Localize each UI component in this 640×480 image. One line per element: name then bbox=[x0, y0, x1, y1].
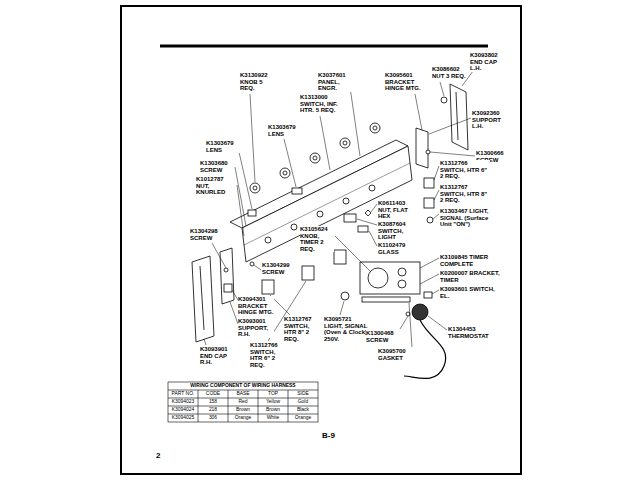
part-callout: K3087604 SWITCH, LIGHT bbox=[378, 221, 412, 241]
knobs bbox=[250, 123, 380, 193]
part-callout: K3093901 END CAP R.H. bbox=[200, 346, 234, 366]
table-cell: 218 bbox=[198, 406, 228, 414]
part-callout: K1304299 SCREW bbox=[262, 262, 296, 275]
table-cell: Brown bbox=[258, 406, 288, 414]
part-callout: K0611403 NUT, FLAT HEX bbox=[378, 200, 412, 220]
part-callout: K1303679 LENS bbox=[268, 124, 302, 137]
table-cell: TOP bbox=[258, 390, 288, 398]
switches bbox=[262, 178, 434, 300]
page-number: 2 bbox=[156, 452, 160, 461]
table-cell: Red bbox=[228, 398, 258, 406]
part-callout: K3105624 KNOB, TIMER 2 REQ. bbox=[300, 226, 334, 252]
part-callout: K3037601 PANEL, ENGR. bbox=[318, 72, 358, 92]
part-callout: K1312766 SWITCH, HTR 6" 2 REQ. bbox=[250, 342, 286, 368]
page-frame bbox=[121, 6, 521, 474]
heading-rule bbox=[160, 45, 488, 48]
table-cell: 306 bbox=[198, 414, 228, 422]
part-callout: K1303680 SCREW bbox=[200, 160, 234, 173]
part-callout: K3095721 LIGHT, SIGNAL (Oven & Clock) 25… bbox=[324, 316, 370, 342]
part-callout: K1102479 GLASS bbox=[378, 242, 412, 255]
part-callout: K3093802 END CAP L.H. bbox=[470, 52, 506, 72]
table-cell: CODE bbox=[198, 390, 228, 398]
table-title: WIRING COMPONENT OF WIRING HARNESS bbox=[168, 382, 318, 390]
part-callout: K3092360 SUPPORT L.H. bbox=[472, 110, 508, 130]
part-callout: K1303679 LENS bbox=[206, 140, 240, 153]
table-cell: Brown bbox=[228, 406, 258, 414]
table-cell: Yellow bbox=[258, 398, 288, 406]
leader-lines bbox=[204, 67, 476, 347]
part-callout: K1300468 SCREW bbox=[366, 330, 400, 343]
table-cell: K3094025 bbox=[168, 414, 198, 422]
table-cell: PART NO. bbox=[168, 390, 198, 398]
table-cell: SIDE bbox=[288, 390, 318, 398]
table-grid bbox=[168, 382, 318, 422]
table-cell: 158 bbox=[198, 398, 228, 406]
part-callout: K1312767 SWITCH, HTR 8" 2 REQ. bbox=[284, 316, 320, 342]
part-callout: K3095700 GASKET bbox=[378, 348, 412, 361]
part-callout: K3093001 SUPPORT, R.H. bbox=[238, 318, 274, 338]
part-callout: K1304298 SCREW bbox=[190, 228, 224, 241]
part-callout: K1012787 NUT, KNURLED bbox=[196, 176, 236, 196]
table-cell: K3094023 bbox=[168, 398, 198, 406]
table-cell: Gold bbox=[288, 398, 318, 406]
part-callout: K3109845 TIMER COMPLETE bbox=[440, 254, 500, 267]
control-panel bbox=[230, 140, 412, 262]
timer-thermostat bbox=[360, 262, 446, 379]
part-callout: K3095601 BRACKET HINGE MTG. bbox=[385, 72, 427, 92]
part-callout: K3094301 BRACKET HINGE MTG. bbox=[238, 296, 274, 316]
page-code: B-9 bbox=[322, 432, 335, 441]
part-callout: K1312767 SWITCH, HTR 8" 2 REQ. bbox=[440, 184, 490, 204]
part-callout: K1312766 SWITCH, HTR 6" 2 REQ. bbox=[440, 160, 490, 180]
part-callout: K1303467 LIGHT, SIGNAL (Surface Unit "ON… bbox=[440, 208, 496, 228]
end-caps-supports bbox=[192, 84, 468, 342]
part-callout: K0200007 BRACKET, TIMER bbox=[440, 270, 500, 283]
part-callout: K1304453 THERMOSTAT bbox=[448, 326, 488, 339]
part-callout: K3086602 NUT 3 REQ. bbox=[432, 66, 466, 79]
part-callout: K1313000 SWITCH, INF. HTR. 5 REQ. bbox=[300, 94, 340, 114]
table-cell: BASE bbox=[228, 390, 258, 398]
table-cell: Orange bbox=[288, 414, 318, 422]
table-cell: K3094024 bbox=[168, 406, 198, 414]
table-cell: White bbox=[258, 414, 288, 422]
table-cell: Orange bbox=[228, 414, 258, 422]
part-callout: K3130922 KNOB 5 REQ. bbox=[240, 72, 278, 92]
table-cell: Black bbox=[288, 406, 318, 414]
part-callout: K3093601 SWITCH, EL. bbox=[440, 286, 500, 299]
